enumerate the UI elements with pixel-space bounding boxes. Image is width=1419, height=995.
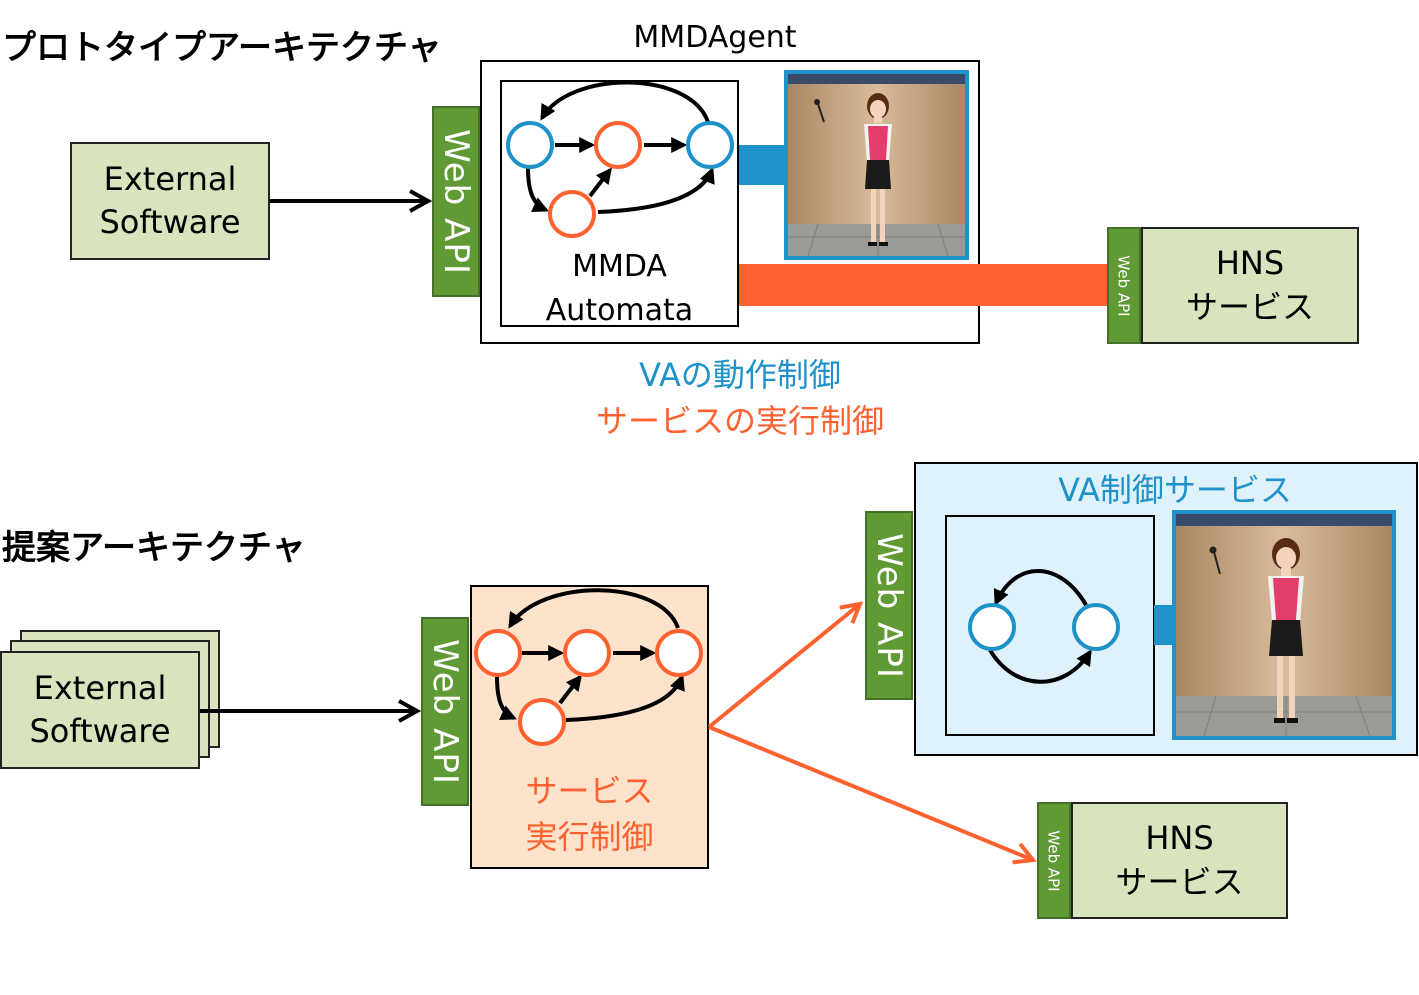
virtual-agent-image-bottom: [1176, 514, 1392, 736]
va-node-2: [1072, 603, 1120, 651]
automata-label-line2: Automata: [545, 293, 694, 328]
va-control-connector: [739, 145, 787, 185]
service-control-connector: [739, 264, 1107, 306]
arrow-top-back-loop: [540, 80, 710, 123]
automata-label-line1: MMDA: [572, 249, 667, 284]
service-control-line1: サービス: [525, 772, 654, 810]
web-api-tab-bottom: Web API: [421, 617, 469, 806]
va-automata-graph: [968, 569, 1120, 684]
external-software-box-bottom: External Software: [0, 651, 200, 769]
arrow-top-n1-n4: [526, 167, 549, 212]
va-screen-connector: [1154, 605, 1176, 645]
va-control-service-title: VA制御サービス: [1058, 471, 1292, 509]
arrow-bottom-n4-n2: [558, 674, 582, 705]
legend-service-control: サービスの実行制御: [595, 402, 884, 440]
hns-service-line1: HNS: [1215, 244, 1285, 283]
top-automata-graph: [506, 80, 734, 238]
service-control-line2: 実行制御: [525, 818, 654, 856]
bottom-node-2: [563, 629, 611, 677]
hns-service-line2: サービス: [1185, 287, 1314, 326]
service-execution-control-label: サービス 実行制御: [470, 768, 709, 860]
hns-service-box-bottom: HNS サービス: [1071, 802, 1288, 919]
bottom-node-3: [655, 629, 703, 677]
virtual-agent-image: [788, 74, 965, 256]
hns-service-bottom-line1: HNS: [1145, 819, 1214, 858]
arrow-va-lower: [988, 648, 1092, 684]
bottom-node-4: [518, 698, 566, 746]
external-software-box: External Software: [70, 142, 270, 260]
arrow-bottom-back-loop: [508, 588, 680, 629]
arrow-bottom-n1-n4: [495, 676, 517, 720]
hns-service-box: HNS サービス: [1141, 227, 1359, 344]
va-automata-frame: [945, 515, 1155, 736]
top-node-4: [548, 190, 596, 238]
external-software-line2: Software: [99, 203, 241, 241]
mmda-automata-label: MMDA Automata: [500, 245, 739, 333]
virtual-agent-screenshot-bottom: [1172, 510, 1396, 740]
bottom-node-1: [474, 629, 522, 677]
hns-web-api-tab: Web API: [1107, 227, 1141, 344]
arrow-bottom-n4-n3: [565, 674, 685, 722]
external-software-bottom-line1: External: [33, 668, 167, 707]
external-software-bottom-line2: Software: [29, 712, 171, 750]
top-node-1: [506, 121, 554, 169]
bottom-automata-graph: [474, 588, 703, 746]
va-web-api-tab: Web API: [865, 511, 913, 700]
va-node-1: [968, 603, 1016, 651]
top-node-3: [686, 121, 734, 169]
top-node-2: [594, 121, 642, 169]
proposed-architecture-title: 提案アーキテクチャ: [2, 528, 306, 568]
prototype-architecture-title: プロトタイプアーキテクチャ: [2, 28, 442, 68]
arrow-top-n4-n2: [588, 167, 612, 198]
arrow-service-to-hns: [708, 725, 1033, 860]
arrow-service-to-va-api: [707, 604, 860, 729]
hns-service-bottom-line2: サービス: [1115, 862, 1244, 901]
legend-va-control: VAの動作制御: [639, 356, 841, 394]
arrow-va-upper: [993, 569, 1088, 607]
external-software-line1: External: [103, 159, 237, 198]
mmdagent-label: MMDAgent: [633, 20, 797, 55]
hns-web-api-tab-bottom: Web API: [1037, 802, 1071, 919]
web-api-tab: Web API: [432, 106, 480, 297]
arrow-top-n4-n3: [597, 167, 715, 214]
virtual-agent-screenshot: [784, 70, 969, 260]
